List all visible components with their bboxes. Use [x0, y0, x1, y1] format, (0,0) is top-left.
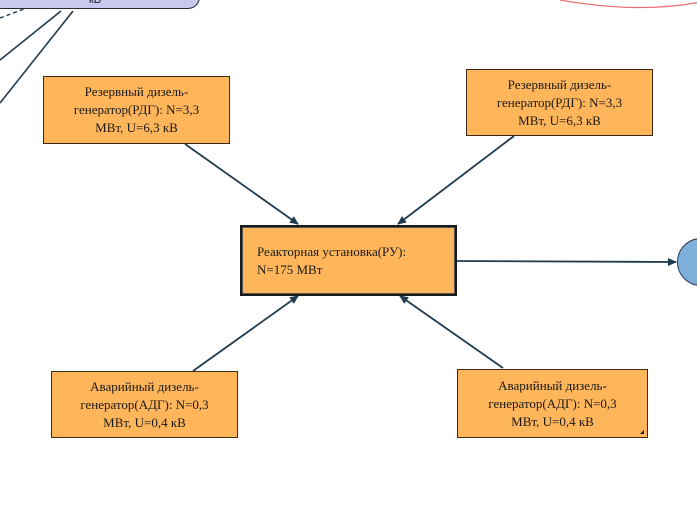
emergency-dg-left-line-3: МВт, U=0,4 кВ — [103, 414, 186, 430]
connector-reserve-right-to-reactor — [397, 135, 515, 225]
emergency-dg-left-label: Аварийный дизель- генератор(АДГ): N=0,3 … — [80, 378, 208, 432]
emergency-dg-right-line-3: МВт, U=0,4 кВ — [511, 413, 594, 429]
reserve-dg-left-line-2: генератор(РДГ): N=3,3 — [73, 102, 200, 117]
curve-line-top-right — [559, 0, 697, 9]
connector-emergency-right-to-reactor — [399, 295, 504, 369]
connector-reactor-to-right-node — [456, 257, 677, 266]
reactor-line-2: N=175 МВт — [257, 261, 323, 277]
reserve-dg-left-line-3: МВт, U=6,3 кВ — [95, 120, 178, 135]
reserve-dg-right-line-1: Резервный дизель- — [507, 76, 612, 92]
reserve-dg-left-line-1: Резервный дизель- — [84, 84, 189, 99]
connector-top-left-dashed — [0, 8, 25, 19]
reactor-label: Реакторная установка(РУ): N=175 МВт — [257, 243, 406, 279]
emergency-dg-right-line-1: Аварийный дизель- — [498, 377, 607, 393]
connector-top-left-1 — [0, 10, 62, 61]
emergency-dg-right-line-2: генератор(АДГ): N=0,3 — [488, 395, 617, 411]
reserve-dg-right-line-2: генератор(РДГ): N=3,3 — [496, 94, 623, 110]
reserve-dg-right-line-3: МВт, U=6,3 кВ — [518, 112, 601, 128]
emergency-dg-right-label: Аварийный дизель- генератор(АДГ): N=0,3 … — [488, 377, 616, 431]
connector-reserve-left-to-reactor — [184, 143, 299, 225]
reactor-node[interactable]: Реакторная установка(РУ): N=175 МВт — [240, 225, 457, 296]
top-partial-node-label: кВ — [88, 0, 102, 6]
reserve-dg-right-node[interactable]: Резервный дизель- генератор(РДГ): N=3,3 … — [466, 69, 653, 136]
reserve-dg-left-label: Резервный дизель- генератор(РДГ): N=3,3 … — [74, 83, 199, 137]
connector-emergency-left-to-reactor — [192, 295, 299, 372]
emergency-dg-left-node[interactable]: Аварийный дизель- генератор(АДГ): N=0,3 … — [51, 371, 238, 438]
emergency-dg-left-line-2: генератор(АДГ): N=0,3 — [80, 396, 209, 412]
top-partial-node[interactable]: кВ — [0, 0, 200, 9]
connector-top-left-2 — [0, 10, 74, 104]
reserve-dg-left-node[interactable]: Резервный дизель- генератор(РДГ): N=3,3 … — [43, 76, 230, 144]
reactor-line-1: Реакторная установка(РУ): — [257, 243, 407, 259]
emergency-dg-right-node[interactable]: Аварийный дизель- генератор(АДГ): N=0,3 … — [457, 369, 648, 438]
emergency-dg-left-line-1: Аварийный дизель- — [90, 378, 199, 394]
reserve-dg-right-label: Резервный дизель- генератор(РДГ): N=3,3 … — [497, 76, 622, 130]
